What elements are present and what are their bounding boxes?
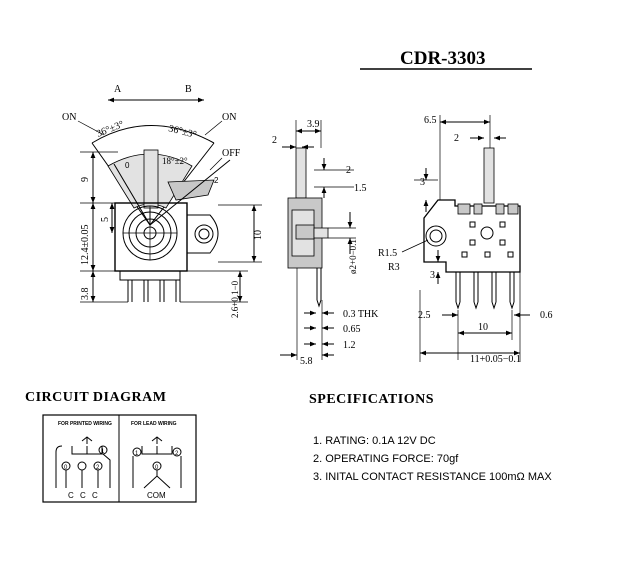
dim-2-6: 2.6+0.1−0 — [230, 280, 240, 318]
spec-item-1: 1. RATING: 0.1A 12V DC — [313, 435, 436, 447]
back-view: 6.5 2 3 R1.5 R3 3 — [378, 115, 553, 365]
angle-small-label: 18°±2° — [162, 156, 188, 166]
dim-12-4: 12.4±0.05 — [80, 225, 91, 266]
pin-num-lead-2: 2 — [175, 451, 179, 457]
dim-9: 9 — [80, 177, 91, 182]
dim-5: 5 — [100, 217, 111, 222]
off-label: OFF — [222, 148, 241, 159]
pin-label-lead-com: COM — [147, 491, 166, 500]
dim-0-65: 0.65 — [343, 324, 361, 335]
lead-wiring-label: FOR LEAD WIRING — [131, 421, 177, 427]
pin-num-printed-1: 1 — [101, 449, 105, 455]
pin-num-lead-0: 0 — [155, 465, 159, 471]
pin-label-printed-2: C — [92, 491, 98, 500]
circuit-diagram: FOR PRINTED WIRING FOR LEAD WIRING 0 1 2… — [42, 414, 197, 503]
circuit-diagram-heading: CIRCUIT DIAGRAM — [25, 390, 166, 405]
dim-1-2: 1.2 — [343, 340, 356, 351]
part-number-title: CDR-3303 — [400, 48, 486, 69]
spec-item-2: 2. OPERATING FORCE: 70gf — [313, 453, 459, 465]
pin-label-printed-1: C — [80, 491, 86, 500]
angle-right-label: 36°±3° — [167, 123, 197, 141]
dim-3-8: 3.8 — [80, 288, 91, 301]
side-view: 3.9 2 2 1.5 ø2+0−0.1 0.3 THK — [272, 119, 379, 367]
dim-2-top-side: 2 — [272, 135, 277, 146]
pos-0: 0 — [125, 161, 130, 170]
pin-num-lead-1: 1 — [135, 451, 139, 457]
dim-6-5: 6.5 — [424, 115, 437, 126]
on-left-label: ON — [62, 112, 76, 123]
dim-10-back: 10 — [478, 322, 488, 333]
specifications-heading: SPECIFICATIONS — [309, 392, 434, 407]
dim-3-top-back: 3 — [420, 177, 425, 188]
dim-phi2: ø2+0−0.1 — [348, 239, 358, 274]
pin-num-printed-2: 2 — [96, 465, 100, 471]
dim-3-9: 3.9 — [307, 119, 320, 130]
angle-left-label: 36°±3° — [95, 119, 126, 140]
on-right-label: ON — [222, 112, 236, 123]
pin-num-printed-0: 0 — [64, 465, 68, 471]
printed-wiring-label: FOR PRINTED WIRING — [58, 421, 112, 427]
dim-11: 11+0.05−0.1 — [470, 354, 521, 365]
dim-2-5: 2.5 — [418, 310, 431, 321]
dim-2-back: 2 — [454, 133, 459, 144]
label-b: B — [185, 84, 192, 95]
dim-0-6: 0.6 — [540, 310, 553, 321]
label-a: A — [114, 84, 122, 95]
dim-2-mid-side: 2 — [346, 165, 351, 176]
dim-r1-5: R1.5 — [378, 248, 397, 259]
pin-label-printed-0: C — [68, 491, 74, 500]
dim-1-5: 1.5 — [354, 183, 367, 194]
dim-3-bottom-back: 3 — [430, 270, 435, 281]
front-view: A B ON ON 36°±3° 36°±3° OFF 18°±2° 0 1 2 — [62, 84, 264, 318]
spec-item-3: 3. INITAL CONTACT RESISTANCE 100mΩ MAX — [313, 471, 552, 483]
dim-5-8: 5.8 — [300, 356, 313, 367]
dim-r3: R3 — [388, 262, 400, 273]
dim-0-3-thk: 0.3 THK — [343, 309, 379, 320]
pos-2: 2 — [214, 176, 219, 185]
dim-10-front: 10 — [253, 230, 264, 240]
